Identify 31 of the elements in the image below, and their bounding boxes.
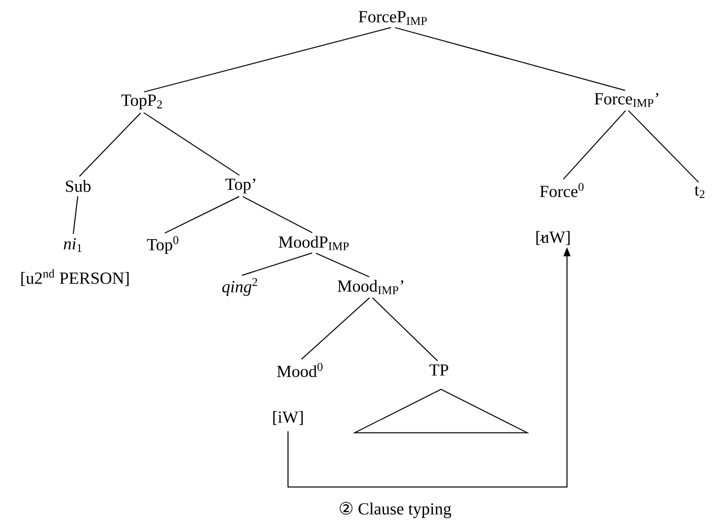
phrase-label: Sub — [66, 180, 91, 192]
branch-line — [242, 196, 313, 234]
branch-line — [628, 110, 700, 183]
phrase-label: Top’ — [225, 178, 256, 194]
branch-line — [241, 252, 313, 276]
phrase-label: Force$_{IMP}$’ — [594, 93, 658, 107]
branch-line — [72, 196, 78, 234]
phrase-label: Mood$^{0}$ — [277, 362, 322, 378]
phrase-label: MoodP$_{IMP}$ — [278, 236, 349, 250]
branch-line — [143, 112, 240, 176]
branch-line — [78, 112, 142, 177]
phrase-label: TopP$_{2}$ — [121, 94, 162, 110]
branch-line — [394, 27, 626, 91]
branch-line — [315, 252, 370, 278]
branch-line — [372, 297, 438, 362]
edge-label: ② Clause typing — [340, 502, 452, 518]
branch-line — [143, 27, 392, 92]
phrase-label: Top$^{0}$ — [147, 236, 178, 254]
phrase-label: Force$^{0}$ — [540, 182, 584, 198]
feature-label: [uW] — [536, 230, 570, 245]
phrase-label: t$_{2}$ — [694, 186, 704, 198]
branch-line — [164, 196, 240, 234]
phrase-label: TP — [429, 364, 448, 376]
word-label: ni$_{1}$ — [64, 238, 82, 252]
branch-line — [562, 110, 626, 180]
phrase-label: ForceP$_{IMP}$ — [358, 11, 427, 25]
feature-label: [iW] — [273, 410, 303, 425]
phrase-label: Mood$_{IMP}$’ — [338, 280, 404, 294]
feature-label: [u2$^{nd}$ PERSON] — [21, 269, 129, 286]
branch-line — [301, 297, 370, 360]
word-label: qing$^{2}$ — [222, 278, 258, 296]
